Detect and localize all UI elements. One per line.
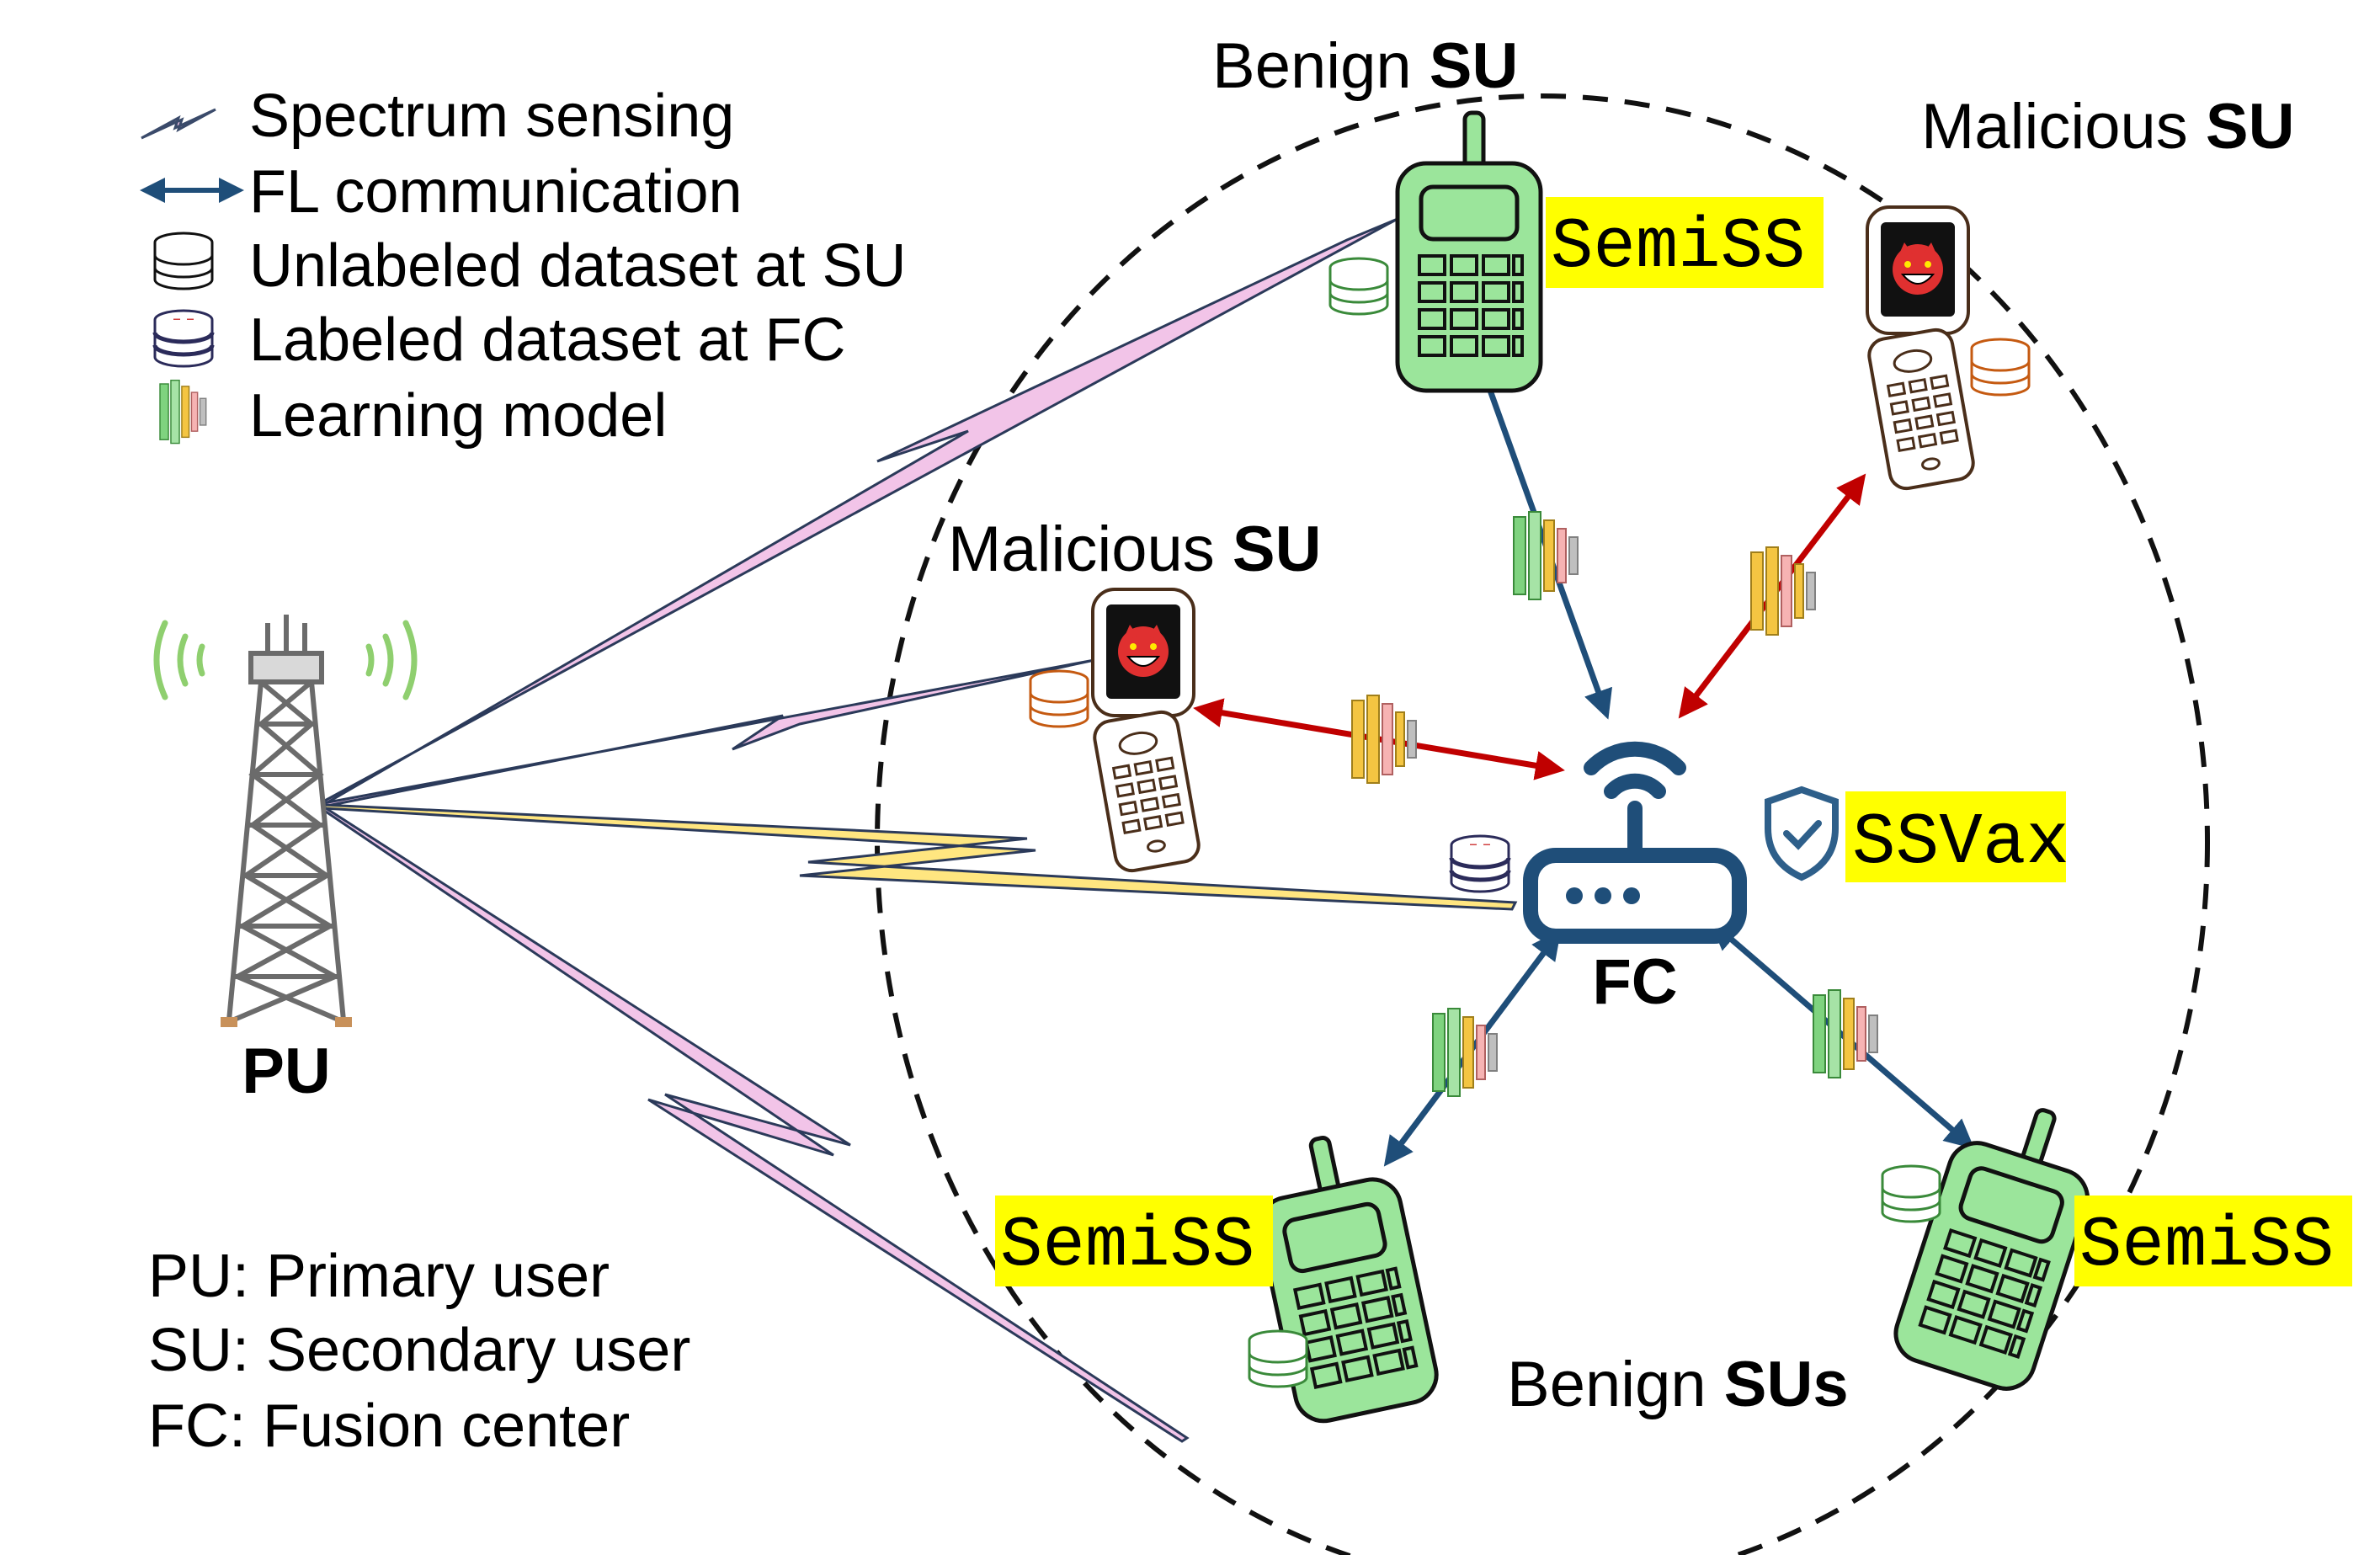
semiss-bottom-left-tag: SemiSS xyxy=(1000,1206,1254,1286)
fc-labeled-dataset-icon xyxy=(1449,834,1511,893)
legend-unlabeled-dataset: Unlabeled dataset at SU xyxy=(249,232,907,300)
legend-labeled-dataset: Labeled dataset at FC xyxy=(249,306,845,374)
fc-router-icon xyxy=(1523,741,1747,944)
semiss-bottom-right-tag: SemiSS xyxy=(2079,1206,2334,1286)
model-on-link-bottom-left xyxy=(1432,1008,1498,1097)
malicious-su-left-phone xyxy=(1090,588,1203,876)
benign-su-top-phone xyxy=(1398,113,1541,391)
unlabeled-dataset-icon xyxy=(153,232,214,290)
abbr-pu: PU: Primary user xyxy=(148,1243,610,1310)
sensing-beam-bottom xyxy=(322,804,1190,1443)
fc-label: FC xyxy=(1592,946,1677,1018)
ssvax-highlight xyxy=(1845,791,2066,882)
semiss-top-tag: SemiSS xyxy=(1551,208,1805,288)
abbreviations: PU: Primary user SU: Secondary user FC: … xyxy=(148,1243,690,1460)
abbr-fc: FC: Fusion center xyxy=(148,1393,630,1460)
signal-waves-icon xyxy=(153,620,418,700)
benign-su-top-dataset-icon xyxy=(1328,257,1389,316)
pu-label: PU xyxy=(242,1036,331,1107)
semiss-bottom-left-highlight xyxy=(995,1196,1273,1286)
malicious-su-left-dataset-icon xyxy=(1029,669,1089,728)
labeled-dataset-icon xyxy=(152,309,215,368)
sensing-beam-left xyxy=(322,658,1095,808)
benign-su-bottom-right-dataset-icon xyxy=(1881,1164,1941,1223)
malicious-su-right-phone xyxy=(1865,205,1978,493)
sensing-beam-fc xyxy=(322,803,1518,911)
legend-spectrum-sensing: Spectrum sensing xyxy=(249,83,734,150)
model-on-link-top xyxy=(1513,511,1579,600)
model-on-link-bottom-right xyxy=(1813,989,1878,1078)
semiss-bottom-right-highlight xyxy=(2074,1196,2352,1286)
model-on-link-malicious-left xyxy=(1351,695,1417,784)
coverage-boundary xyxy=(875,93,2210,1555)
link-fc-benign-bottom-right xyxy=(1709,920,1975,1149)
ssvax-tag: SSVax xyxy=(1852,801,2069,884)
malicious-su-right-label: Malicious SU xyxy=(1921,91,2294,162)
pu-tower: PU xyxy=(153,615,418,1107)
shield-check-icon xyxy=(1765,785,1839,881)
model-on-link-malicious-right xyxy=(1750,546,1816,636)
malicious-su-right-dataset-icon xyxy=(1970,338,2031,397)
benign-sus-bottom-label: Benign SUs xyxy=(1507,1349,1849,1420)
legend: Spectrum sensing FL communication Unlabe… xyxy=(140,83,907,450)
benign-su-bottom-left-dataset-icon xyxy=(1248,1329,1308,1388)
benign-su-top-label: Benign SU xyxy=(1212,30,1518,102)
sensing-bolt-icon xyxy=(141,108,216,140)
malicious-su-left-label: Malicious SU xyxy=(948,514,1321,585)
legend-learning-model: Learning model xyxy=(249,382,667,450)
abbr-su: SU: Secondary user xyxy=(148,1317,690,1384)
learning-model-icon xyxy=(159,379,207,445)
legend-fl-communication: FL communication xyxy=(249,158,743,226)
semiss-top-highlight xyxy=(1546,197,1824,288)
